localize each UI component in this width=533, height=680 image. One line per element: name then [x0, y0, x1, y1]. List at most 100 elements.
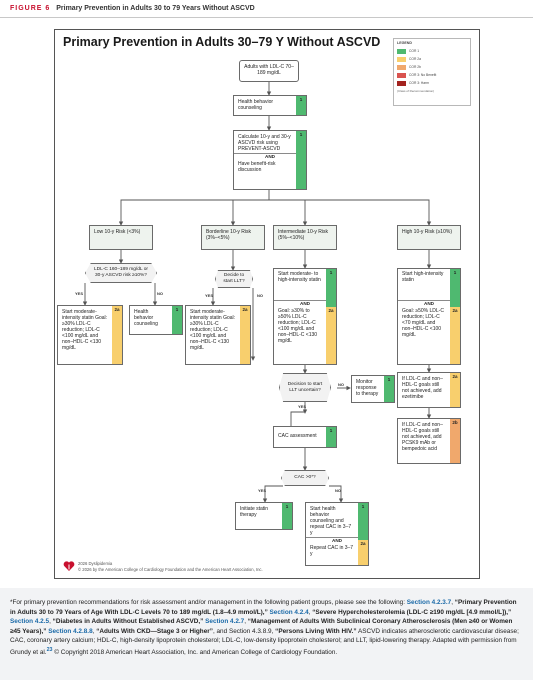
monitor-text: Monitor response to therapy: [356, 379, 379, 397]
figure-label: FIGURE 6: [10, 5, 51, 12]
initiate-statin-text: Initiate statin therapy: [240, 506, 269, 518]
high-goal-text: Goal: ≥50% LDL-C reduction; LDL-C <70 mg…: [402, 308, 444, 338]
low-counseling-node: Health behavior counseling 1: [129, 305, 183, 335]
legend-title: LEGEND: [397, 41, 412, 45]
counseling-node: Health behavior counseling 1: [233, 95, 307, 116]
cor-badge: 1: [450, 269, 460, 307]
legend-swatch: [397, 80, 406, 86]
borderline-decision: Decide to start LLT?: [215, 270, 253, 288]
cac-decision-text: CAC >0*?: [294, 475, 316, 481]
cor-badge: 2a: [240, 306, 250, 364]
cor-badge: 1: [358, 503, 368, 540]
cor-badge: 1: [326, 269, 336, 307]
cor-badge: 1: [296, 96, 306, 115]
connector-lines: [82, 82, 432, 503]
low-risk-decision-text: LDL-C 160–189 mg/dL or 30-y ASCVD risk ≥…: [94, 267, 148, 278]
legend-label: COR 2b: [409, 65, 421, 69]
borderline-statin-node: Start moderate-intensity statin Goal: ≥3…: [185, 305, 251, 365]
cor-badge: 2a: [450, 307, 460, 364]
cac-assessment-text: CAC assessment: [278, 433, 317, 439]
start-node-text: Adults with LDL-C 70–189 mg/dL: [244, 64, 294, 76]
low-counseling-text: Health behavior counseling: [134, 309, 158, 327]
cac-decision: CAC >0*?: [281, 470, 329, 486]
intermediate-decision: Decision to start LLT uncertain?: [279, 373, 331, 402]
footnote-text: *For primary prevention recommendations …: [10, 599, 407, 606]
yes-label: YES: [298, 404, 307, 409]
ezetimibe-text: If LDL-C and non–HDL-C goals still not a…: [402, 376, 443, 400]
legend-note: (Class of Recommendation): [397, 89, 435, 93]
intermediate-decision-text: Decision to start LLT uncertain?: [287, 381, 323, 393]
cor-badge: 2a: [358, 540, 368, 565]
intermediate-risk-node: Intermediate 10-y Risk (5%–<10%): [273, 225, 337, 250]
heart-logo-icon: [63, 561, 75, 571]
legend-swatch: [397, 56, 406, 62]
footer-line-2: © 2026 by the American College of Cardio…: [78, 567, 263, 572]
cac-assessment-node: CAC assessment 1: [273, 426, 337, 448]
cor-badge: 1: [326, 427, 336, 447]
borderline-statin-text: Start moderate-intensity statin Goal: ≥3…: [190, 309, 236, 351]
intermediate-statin-text: Start moderate- to high-intensity statin: [278, 271, 321, 283]
section-link[interactable]: Section 4.2.4: [269, 608, 309, 616]
footnote-quote: “Adults With CKD—Stage 3 or Higher”: [96, 627, 213, 635]
behavior-repeat-node: Start health behavior counseling and rep…: [305, 502, 369, 566]
yes-label: YES: [75, 291, 84, 296]
legend: LEGEND COR 1 COR 2a COR 2b COR 3: No Ben…: [393, 38, 471, 106]
legend-item: COR 1: [397, 47, 467, 55]
footnote-text: ,: [451, 599, 455, 606]
section-link[interactable]: Section 4.2.5: [10, 618, 50, 626]
section-link[interactable]: Section 4.2.7: [205, 618, 245, 626]
high-statin-text: Start high-intensity statin: [402, 271, 444, 283]
start-node: Adults with LDL-C 70–189 mg/dL: [239, 60, 299, 82]
footer-line-1: 2026 Dyslipidemia: [78, 561, 113, 566]
intermediate-risk-text: Intermediate 10-y Risk (5%–<10%): [278, 229, 329, 241]
legend-swatch: [397, 48, 406, 54]
cor-badge: 1: [384, 376, 394, 402]
initiate-statin-node: Initiate statin therapy 1: [235, 502, 293, 530]
footnote-quote: “Diabetes in Adults Without Established …: [52, 618, 204, 626]
diagram-footer: 2026 Dyslipidemia © 2026 by the American…: [78, 561, 263, 573]
section-link[interactable]: Section 4.2.3.7: [406, 599, 452, 606]
ezetimibe-node: If LDL-C and non–HDL-C goals still not a…: [397, 372, 461, 408]
figure-footnote: *For primary prevention recommendations …: [0, 588, 533, 680]
counseling-text: Health behavior counseling: [238, 99, 274, 111]
legend-label: COR 3: Harm: [409, 81, 429, 85]
intermediate-statin-node: Start moderate- to high-intensity statin…: [273, 268, 337, 365]
legend-item: COR 2a: [397, 55, 467, 63]
repeat-cac-text: Repeat CAC in 3–7 y: [310, 545, 354, 557]
high-risk-node: High 10-y Risk (≥10%): [397, 225, 461, 250]
footnote-text: ,: [92, 627, 97, 635]
cor-badge: 2a: [326, 307, 336, 364]
borderline-risk-text: Borderline 10-y Risk (3%–<5%): [206, 229, 252, 241]
legend-label: COR 3: No Benefit: [409, 73, 437, 77]
section-link[interactable]: Section 4.2.8.8: [48, 627, 93, 635]
low-risk-decision: LDL-C 160–189 mg/dL or 30-y ASCVD risk ≥…: [85, 263, 157, 283]
low-risk-node: Low 10-y Risk (<3%): [89, 225, 153, 250]
legend-item: COR 3: Harm: [397, 79, 467, 87]
footnote-text: ,: [244, 618, 248, 626]
legend-label: COR 1: [409, 49, 420, 53]
diagram-title: Primary Prevention in Adults 30–79 Y Wit…: [63, 35, 381, 49]
and-divider: AND: [234, 153, 306, 160]
high-statin-node: Start high-intensity statin AND Goal: ≥5…: [397, 268, 461, 365]
high-risk-text: High 10-y Risk (≥10%): [402, 229, 452, 235]
risk-calculation-text: Calculate 10-y and 30-y ASCVD risk using…: [238, 134, 291, 152]
low-risk-text: Low 10-y Risk (<3%): [94, 229, 141, 235]
cor-badge: 1: [282, 503, 292, 529]
footnote-text: , and Section 4.3.8.9,: [212, 627, 276, 635]
cor-badge: 2b: [450, 419, 460, 463]
cor-badge: 2a: [112, 306, 122, 364]
no-label: NO: [338, 382, 344, 387]
low-statin-node: Start moderate-intensity statin Goal: ≥3…: [57, 305, 123, 365]
legend-swatch: [397, 72, 406, 78]
no-label: NO: [257, 293, 263, 298]
footnote-text: ,: [49, 618, 53, 626]
footnote-text: ,: [308, 608, 313, 616]
risk-calculation-node: Calculate 10-y and 30-y ASCVD risk using…: [233, 130, 307, 190]
reference-link[interactable]: 23: [46, 646, 53, 653]
yes-label: YES: [258, 488, 267, 493]
and-divider: AND: [306, 537, 368, 544]
no-label: NO: [335, 488, 341, 493]
cor-badge: 2a: [450, 373, 460, 407]
figure-title: Primary Prevention in Adults 30 to 79 Ye…: [56, 5, 255, 12]
legend-item: COR 3: No Benefit: [397, 71, 467, 79]
